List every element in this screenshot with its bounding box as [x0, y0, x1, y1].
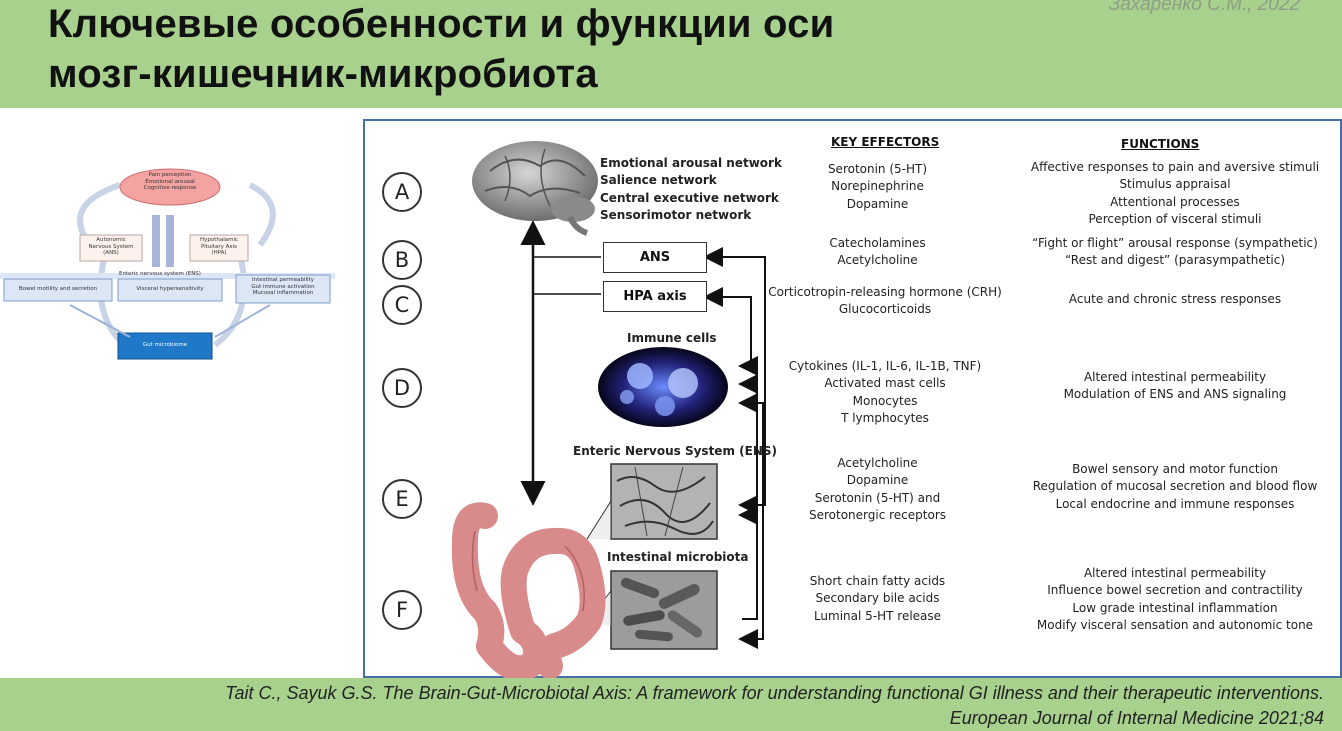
- microbiota-label: Intestinal microbiota: [607, 550, 749, 564]
- thumbnail-gut-label: Gut microbiome: [142, 342, 188, 348]
- row-a-marker: A: [382, 172, 422, 212]
- thumbnail-left-box: Bowel motility and secretion: [18, 286, 98, 292]
- functions-header: FUNCTIONS: [1121, 137, 1200, 151]
- row-d-functions: Altered intestinal permeability Modulati…: [1063, 370, 1287, 402]
- immune-cells-image: [598, 347, 728, 427]
- thumbnail-shapes: [0, 168, 335, 360]
- row-d-marker: D: [382, 368, 422, 408]
- row-b-functions: “Fight or flight” arousal response (symp…: [1032, 236, 1318, 268]
- title-banner: Ключевые особенности и функции оси мозг-…: [0, 0, 1342, 108]
- row-f-effectors: Short chain fatty acids Secondary bile a…: [809, 574, 946, 623]
- ens-label: Enteric Nervous System (ENS): [573, 444, 777, 458]
- thumbnail-brain-label: Pain perception Emotional arousal Cognit…: [143, 172, 197, 192]
- key-effectors-header: KEY EFFECTORS: [831, 135, 940, 149]
- figure-graphics: [451, 141, 766, 682]
- row-f-functions: Altered intestinal permeability Influenc…: [1036, 566, 1314, 632]
- row-f-marker: F: [382, 590, 422, 630]
- row-e-functions: Bowel sensory and motor function Regulat…: [1032, 462, 1318, 511]
- citation-banner: Tait C., Sayuk G.S. The Brain-Gut-Microb…: [0, 678, 1342, 731]
- hpa-axis-box: HPA axis: [603, 281, 707, 312]
- row-a-functions: Affective responses to pain and aversive…: [1030, 160, 1320, 226]
- colon-illustration: [451, 502, 606, 682]
- row-e-marker: E: [382, 479, 422, 519]
- brain-gut-axis-figure: A B C D E F KEY EFFECTORS FUNCTIONS Emot…: [363, 119, 1342, 682]
- brain-illustration: [472, 141, 598, 236]
- row-c-marker: C: [382, 285, 422, 325]
- brain-networks-label: Emotional arousal network Salience netwo…: [600, 156, 782, 222]
- row-b-effectors: Catecholamines Acetylcholine: [829, 236, 926, 268]
- row-c-functions: Acute and chronic stress responses: [1068, 292, 1282, 306]
- thumbnail-diagram: Pain perception Emotional arousal Cognit…: [0, 165, 335, 365]
- thumbnail-ans-label: Autonomic Nervous System (ANS): [88, 237, 134, 257]
- citation-line-1: Tait C., Sayuk G.S. The Brain-Gut-Microb…: [225, 683, 1324, 703]
- ans-box: ANS: [603, 242, 707, 273]
- row-a-effectors: Serotonin (5-HT) Norepinephrine Dopamine: [827, 162, 928, 211]
- author-credit: Захаренко С.М., 2022: [1108, 0, 1300, 15]
- row-d-effectors: Cytokines (IL-1, IL-6, IL-1B, TNF) Activ…: [788, 359, 982, 425]
- thumbnail-right-box: Intestinal permeability Gut immune activ…: [251, 277, 315, 297]
- row-c-effectors: Corticotropin-releasing hormone (CRH) Gl…: [768, 285, 1002, 317]
- thumbnail-hpa-label: Hypothalamic Pituitary Axis (HPA): [199, 237, 239, 257]
- citation-line-2: European Journal of Internal Medicine 20…: [949, 708, 1324, 728]
- thumbnail-middle-box: Visceral hypersensitivity: [136, 286, 204, 292]
- thumbnail-ens-label: Enteric nervous system (ENS): [119, 271, 201, 277]
- row-e-effectors: Acetylcholine Dopamine Serotonin (5-HT) …: [808, 456, 946, 522]
- immune-cells-label: Immune cells: [627, 331, 717, 345]
- row-b-marker: B: [382, 240, 422, 280]
- title-line-2: мозг-кишечник-микробиота: [48, 52, 598, 96]
- title-line-1: Ключевые особенности и функции оси: [48, 2, 835, 46]
